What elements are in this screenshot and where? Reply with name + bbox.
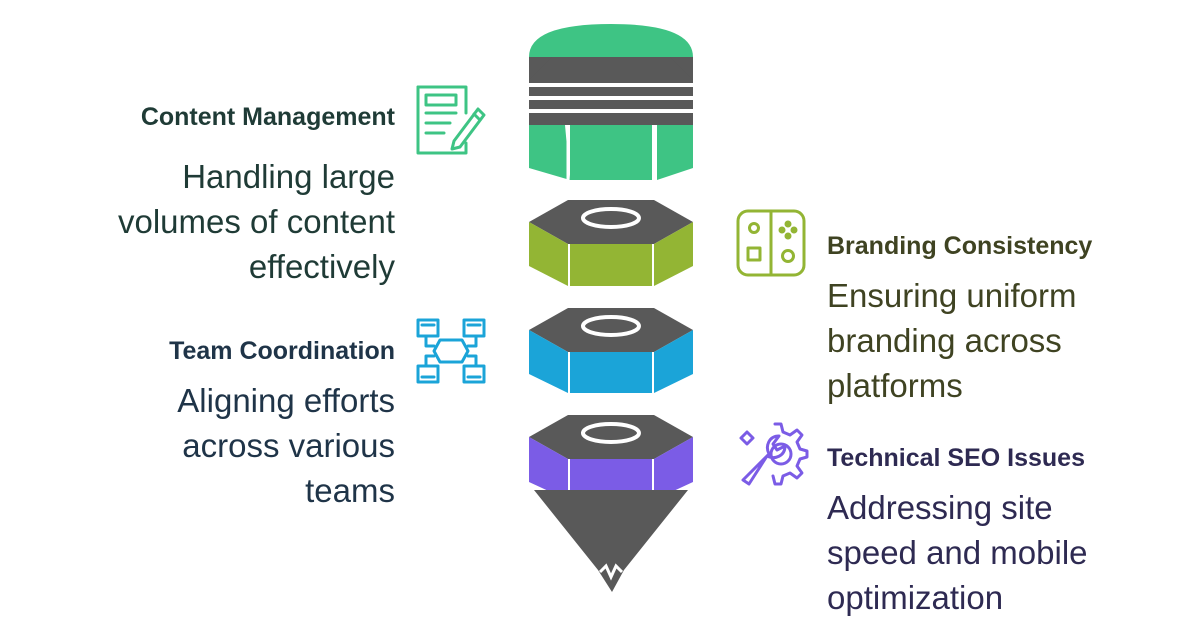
item-team-coordination: Team Coordination Aligning efforts acros… [60, 336, 395, 513]
item-description: Handling large volumes of content effect… [118, 158, 395, 285]
hands-teamwork-icon [414, 316, 488, 386]
document-edit-icon [414, 83, 488, 157]
segment-top-cap [529, 24, 693, 57]
segment-hex-top [529, 200, 693, 244]
segment-content-management [529, 24, 693, 180]
segment-technical-seo [529, 415, 693, 592]
item-title: Content Management [140, 103, 395, 131]
item-title: Team Coordination [169, 337, 395, 365]
game-controller-icon [735, 208, 807, 278]
segment-branding-consistency [529, 200, 693, 286]
item-title: Technical SEO Issues [827, 444, 1085, 472]
item-content-management: Content Management Handling large volume… [60, 102, 395, 289]
item-description: Addressing site speed and mobile optimiz… [827, 489, 1088, 616]
segment-hex-top [529, 415, 693, 459]
gear-wrench-icon [735, 418, 809, 492]
segment-hex-top [529, 308, 693, 352]
item-technical-seo-issues: Technical SEO Issues Addressing site spe… [827, 443, 1192, 620]
item-description: Ensuring uniform branding across platfor… [827, 277, 1077, 404]
segment-team-coordination [529, 308, 693, 393]
segment-body [529, 125, 570, 180]
item-description: Aligning efforts across various teams [177, 382, 395, 509]
item-branding-consistency: Branding Consistency Ensuring uniform br… [827, 231, 1187, 408]
pencil-tip [534, 490, 688, 592]
item-title: Branding Consistency [827, 232, 1093, 260]
